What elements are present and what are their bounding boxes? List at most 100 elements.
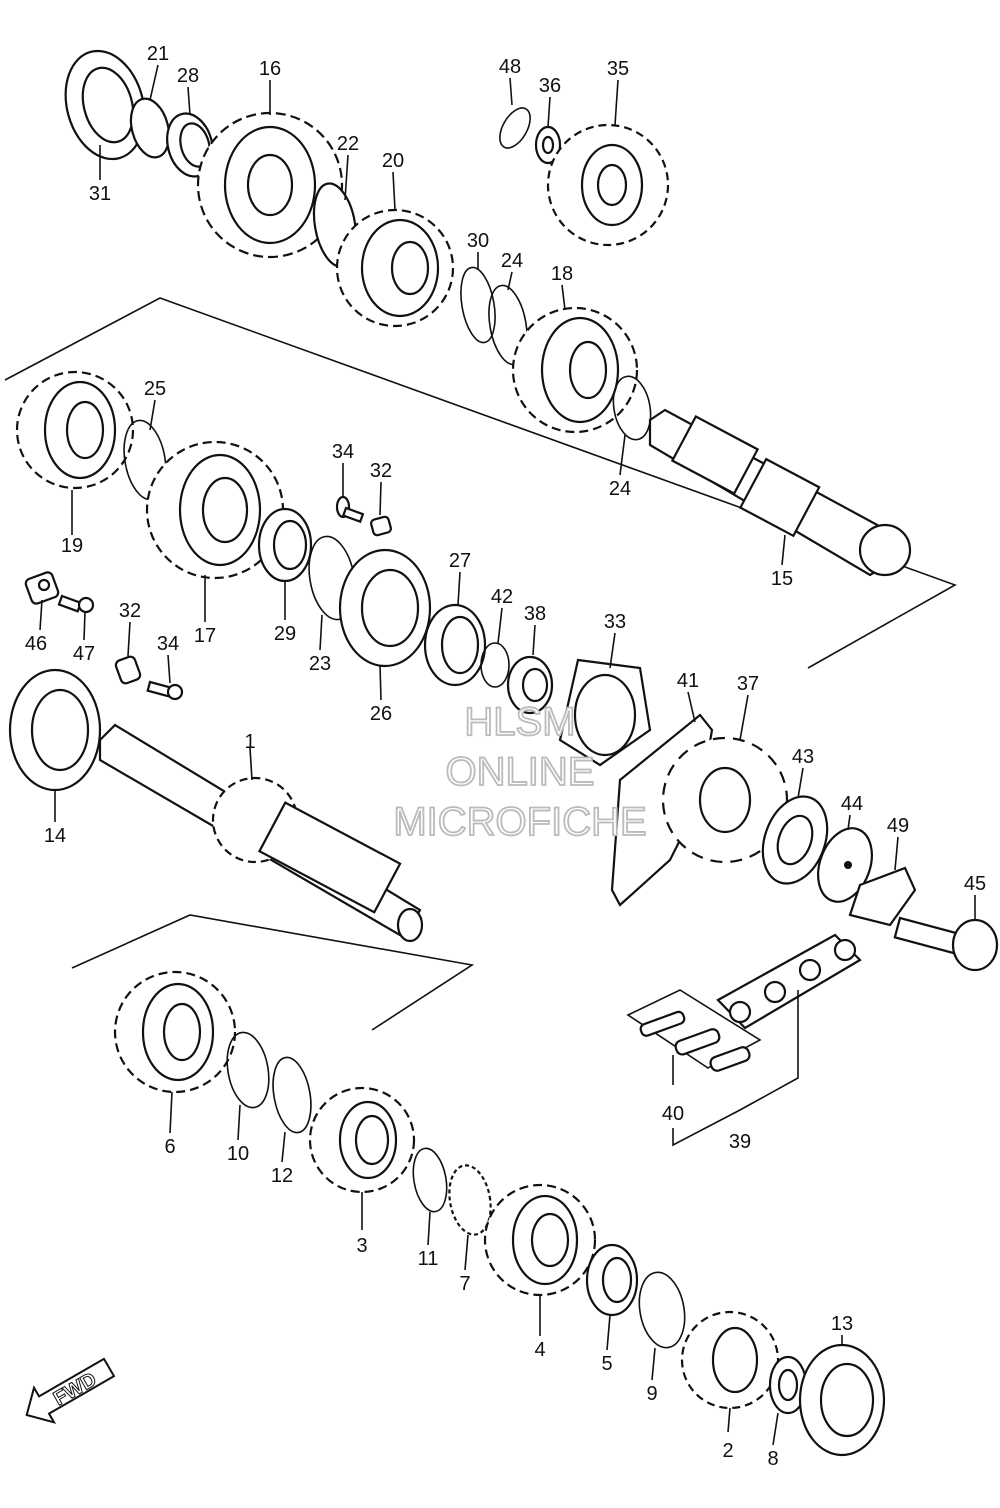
callout-48: 48 xyxy=(499,56,521,78)
callout-7: 7 xyxy=(459,1273,470,1295)
callout-30: 30 xyxy=(467,230,489,252)
gear-17 xyxy=(145,440,285,580)
callout-37: 37 xyxy=(737,673,759,695)
screw-34-top xyxy=(335,495,365,524)
plate-46 xyxy=(24,571,60,605)
callout-22: 22 xyxy=(337,133,359,155)
circlip-12 xyxy=(272,1056,312,1134)
plate-32-left xyxy=(114,655,142,685)
callout-45: 45 xyxy=(964,873,986,895)
callout-35: 35 xyxy=(607,58,629,80)
callout-41: 41 xyxy=(677,670,699,692)
callout-numbers: 1 2 3 4 5 6 7 8 9 10 11 12 13 14 15 16 1… xyxy=(25,43,986,1470)
callout-29: 29 xyxy=(274,623,296,645)
bolt-45 xyxy=(893,916,999,972)
gear-3 xyxy=(308,1086,416,1194)
callout-15: 15 xyxy=(771,568,793,590)
sprocket-37 xyxy=(661,736,789,864)
callout-27: 27 xyxy=(449,550,471,572)
callout-26: 26 xyxy=(370,703,392,725)
bearing-14 xyxy=(8,668,102,792)
mainshaft-1 xyxy=(98,723,424,943)
washer-10 xyxy=(226,1031,270,1109)
gear-20 xyxy=(335,208,455,328)
callout-47: 47 xyxy=(73,643,95,665)
ring-21 xyxy=(129,97,171,159)
oil-seal-27 xyxy=(423,603,487,687)
screw-47 xyxy=(57,594,95,614)
fwd-arrow: FWD xyxy=(25,1357,116,1424)
cover-33 xyxy=(558,658,652,767)
washer-8 xyxy=(768,1355,808,1415)
plate-32-top xyxy=(370,515,392,537)
spacer-38 xyxy=(506,655,554,715)
washer-24-bottom xyxy=(612,375,652,441)
callout-18: 18 xyxy=(551,263,573,285)
callout-43: 43 xyxy=(792,746,814,768)
callout-25: 25 xyxy=(144,378,166,400)
callout-5: 5 xyxy=(601,1353,612,1375)
callout-2: 2 xyxy=(722,1440,733,1462)
gear-18 xyxy=(511,306,639,434)
circlip-30 xyxy=(460,266,496,344)
screw-34-left xyxy=(146,680,184,701)
chain-39 xyxy=(716,933,862,1030)
watermark-line-2: ONLINE xyxy=(446,750,595,794)
callout-42: 42 xyxy=(491,586,513,608)
callout-32-second: 32 xyxy=(119,600,141,622)
callout-17: 17 xyxy=(194,625,216,647)
lock-washer-49 xyxy=(848,866,917,927)
callout-6: 6 xyxy=(164,1136,175,1158)
callout-33: 33 xyxy=(604,611,626,633)
washer-44 xyxy=(817,827,873,903)
callout-28: 28 xyxy=(177,65,199,87)
gear-2 xyxy=(680,1310,780,1410)
callout-44: 44 xyxy=(841,793,863,815)
callout-34-second: 34 xyxy=(157,633,179,655)
chain-joint-40 xyxy=(639,1010,751,1072)
washer-7 xyxy=(448,1164,492,1236)
callout-9: 9 xyxy=(646,1383,657,1405)
callout-3: 3 xyxy=(356,1235,367,1257)
callout-36: 36 xyxy=(539,75,561,97)
callout-11: 11 xyxy=(418,1248,439,1270)
callout-38: 38 xyxy=(524,603,546,625)
callout-46: 46 xyxy=(25,633,47,655)
callout-34: 34 xyxy=(332,441,354,463)
callout-21: 21 xyxy=(147,43,169,65)
callout-23: 23 xyxy=(309,653,331,675)
watermark-line-1: HLSM xyxy=(464,700,575,744)
callout-24: 24 xyxy=(501,250,523,272)
countershaft-15 xyxy=(648,408,912,577)
gear-35 xyxy=(546,123,670,247)
circlip-11 xyxy=(412,1147,448,1213)
callout-19: 19 xyxy=(61,535,83,557)
watermark-line-3: MICROFICHE xyxy=(393,800,646,844)
callout-8: 8 xyxy=(767,1448,778,1470)
callout-40: 40 xyxy=(662,1103,684,1125)
bearing-5 xyxy=(585,1243,639,1317)
bushing-29 xyxy=(257,507,313,583)
bearing-31 xyxy=(64,49,146,161)
gear-16 xyxy=(196,111,344,259)
circlip-48 xyxy=(499,107,531,149)
callout-32: 32 xyxy=(370,460,392,482)
bearing-13 xyxy=(798,1343,886,1457)
gear-19 xyxy=(15,370,135,490)
callout-20: 20 xyxy=(382,150,404,172)
callout-13: 13 xyxy=(831,1313,853,1335)
gear-4 xyxy=(483,1183,597,1297)
callout-49: 49 xyxy=(887,815,909,837)
callout-1: 1 xyxy=(244,731,255,753)
group-frame-mid xyxy=(71,914,475,1031)
bearing-26 xyxy=(338,548,432,668)
callout-16: 16 xyxy=(259,58,281,80)
callout-4: 4 xyxy=(534,1339,545,1361)
callout-10: 10 xyxy=(227,1143,249,1165)
group-frame-top xyxy=(4,297,957,669)
leader-lines xyxy=(39,64,976,1446)
washer-9 xyxy=(638,1271,686,1349)
callout-14: 14 xyxy=(44,825,66,847)
